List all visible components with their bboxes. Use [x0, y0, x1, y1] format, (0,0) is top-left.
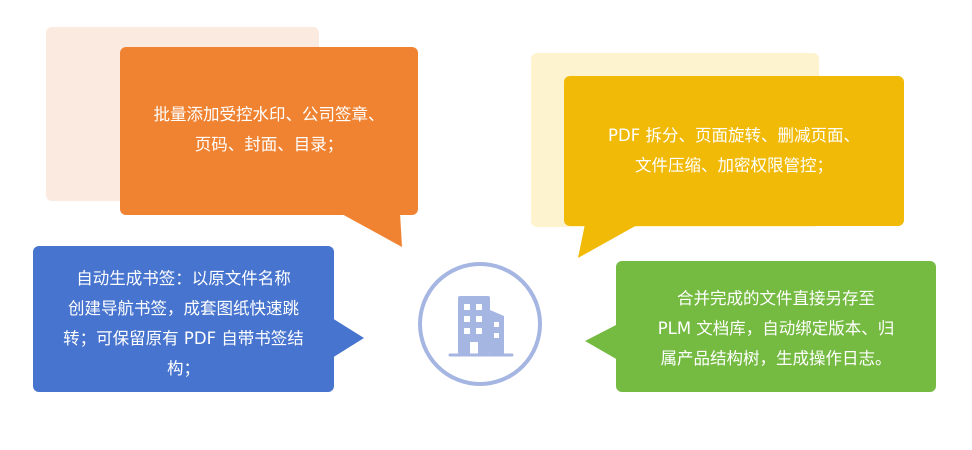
orange-bubble-text: 批量添加受控水印、公司签章、 页码、封面、目录；: [153, 105, 385, 154]
yellow-bubble-tail: [578, 224, 639, 258]
green-bubble-text: 合并完成的文件直接另存至 PLM 文档库，自动绑定版本、归 属产品结构树，生成操…: [657, 289, 895, 368]
orange-bubble-tail: [340, 213, 402, 247]
green-bubble: 合并完成的文件直接另存至 PLM 文档库，自动绑定版本、归 属产品结构树，生成操…: [616, 261, 936, 392]
blue-bubble: 自动生成书签：以原文件名称 创建导航书签，成套图纸快速跳 转；可保留原有 PDF…: [33, 246, 334, 392]
building-icon: [418, 262, 542, 386]
blue-bubble-text: 自动生成书签：以原文件名称 创建导航书签，成套图纸快速跳 转；可保留原有 PDF…: [63, 269, 304, 378]
blue-bubble-tail: [332, 318, 364, 358]
yellow-bubble: PDF 拆分、页面旋转、删减页面、 文件压缩、加密权限管控；: [564, 76, 904, 226]
green-bubble-tail: [585, 324, 618, 360]
yellow-bubble-text: PDF 拆分、页面旋转、删减页面、 文件压缩、加密权限管控；: [608, 126, 860, 175]
orange-bubble: 批量添加受控水印、公司签章、 页码、封面、目录；: [120, 47, 418, 215]
